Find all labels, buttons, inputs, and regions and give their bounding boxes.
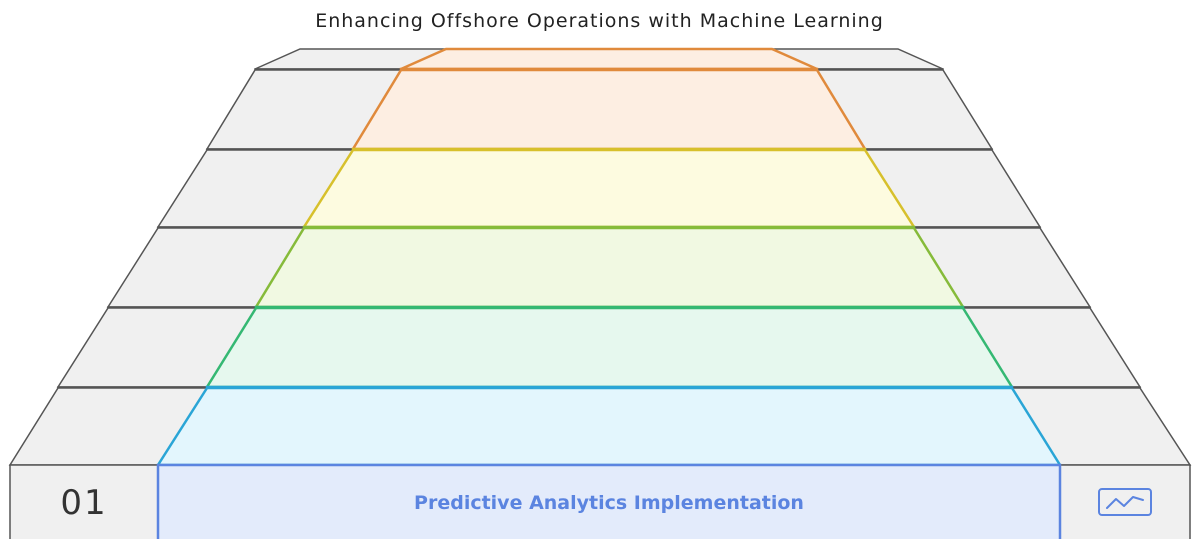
step-number: 01 bbox=[60, 483, 107, 523]
diagram-title: Enhancing Offshore Operations with Machi… bbox=[315, 10, 884, 32]
tread-colored bbox=[155, 386, 1063, 467]
chart-line-icon bbox=[1098, 488, 1152, 516]
step-label: Predictive Analytics Implementation bbox=[414, 492, 804, 514]
tread-colored bbox=[253, 226, 966, 309]
step-label-box bbox=[156, 463, 1062, 539]
tread-colored bbox=[301, 148, 917, 229]
tread-colored bbox=[400, 47, 818, 71]
number-block bbox=[9, 464, 159, 539]
icon-block bbox=[1059, 464, 1191, 539]
tread-colored bbox=[350, 68, 868, 151]
step-01: 01 Predictive Analytics Implementation bbox=[8, 386, 1192, 539]
tread-colored bbox=[204, 306, 1015, 389]
